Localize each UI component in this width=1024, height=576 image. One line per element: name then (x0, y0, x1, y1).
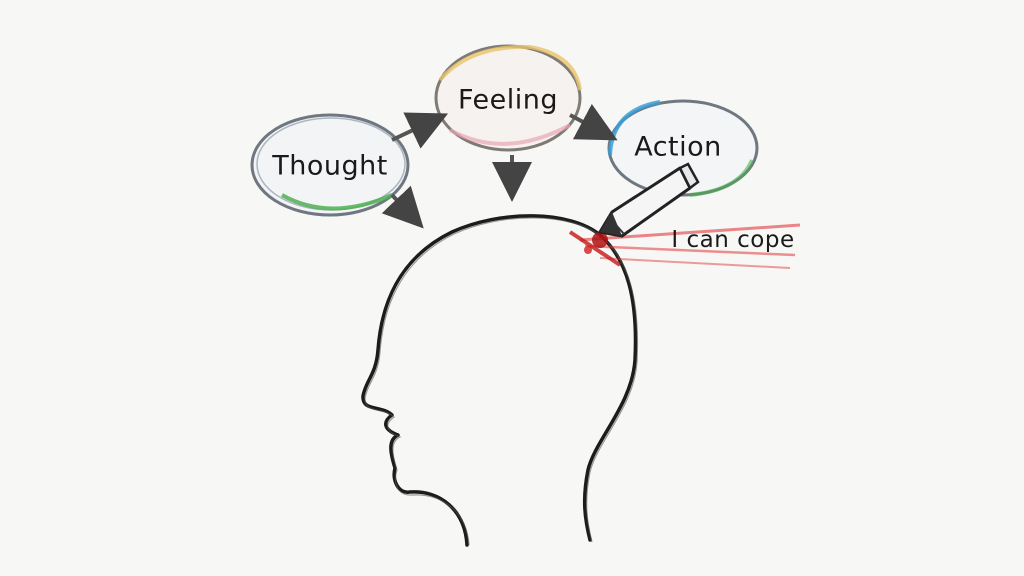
red-marker-strokes (568, 223, 801, 269)
feeling-label: Feeling (457, 84, 559, 116)
feeling-bubble (434, 44, 582, 152)
action-bubble (607, 99, 759, 197)
annotation-text: I can cope (671, 227, 795, 253)
marker-pen-icon (598, 162, 700, 238)
thought-bubble (250, 113, 410, 217)
arrow-feeling-to-action (569, 103, 618, 141)
arrow-thought-down (381, 185, 424, 229)
arrow-thought-to-feeling (391, 112, 449, 149)
head-silhouette (361, 214, 639, 547)
thought-label: Thought (272, 150, 388, 182)
action-label: Action (634, 131, 722, 163)
